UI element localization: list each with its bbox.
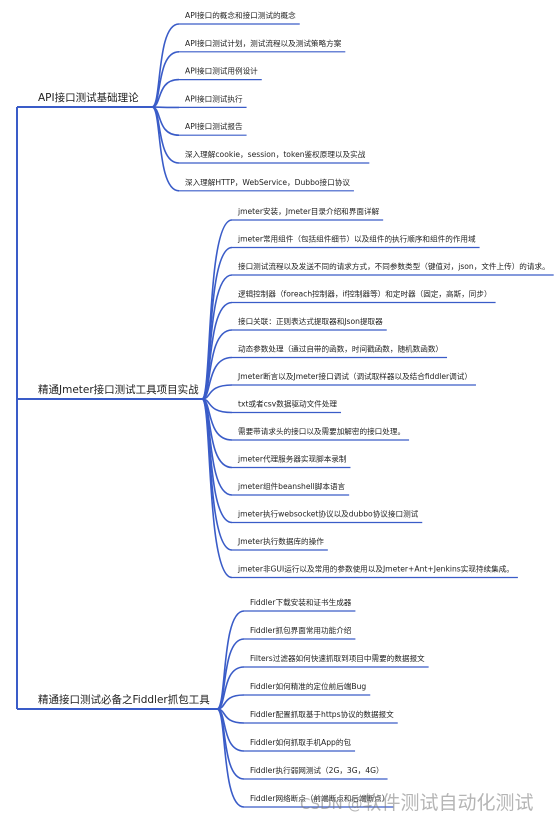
child-node-label: jmeter组件beanshell脚本语言 bbox=[237, 481, 346, 491]
child-node-label: 逻辑控制器（foreach控制器，if控制器等）和定时器（固定，高斯，同步） bbox=[238, 289, 492, 299]
child-node-label: Fiddler抓包界面常用功能介绍 bbox=[250, 625, 352, 635]
child-node-label: API接口测试计划，测试流程以及测试策略方案 bbox=[185, 38, 342, 48]
child-node-label: Fiddler如何抓取手机App的包 bbox=[250, 737, 351, 747]
child-node-label: 动态参数处理（通过自带的函数，时间戳函数，随机数函数） bbox=[238, 344, 443, 354]
child-connector bbox=[216, 708, 245, 808]
child-node-label: jmeter安装，Jmeter目录介绍和界面详解 bbox=[237, 206, 380, 216]
child-connector bbox=[201, 219, 233, 400]
child-node-label: API接口测试执行 bbox=[185, 93, 243, 103]
branch-title: 精通Jmeter接口测试工具项目实战 bbox=[38, 383, 199, 396]
child-node-label: 深入理解HTTP，WebService，Dubbo接口协议 bbox=[185, 177, 350, 187]
child-node-label: API接口测试用例设计 bbox=[185, 66, 258, 76]
child-node-label: 接口关联：正则表达式提取器和Json提取器 bbox=[238, 316, 383, 326]
branch-jmeter: 精通Jmeter接口测试工具项目实战 jmeter安装，Jmeter目录介绍和界面… bbox=[17, 206, 554, 579]
watermark: CSDN @软件测试自动化测试 bbox=[300, 788, 534, 815]
child-node-label: API接口测试报告 bbox=[185, 121, 243, 131]
child-node-label: jmeter非GUI运行以及常用的参数使用以及Jmeter+Ant+Jenkin… bbox=[237, 564, 514, 574]
child-connector bbox=[151, 106, 180, 192]
child-node-label: Jmeter执行数据库的操作 bbox=[237, 536, 324, 546]
watermark-prefix: CSDN @ bbox=[300, 795, 363, 813]
branch-title: 精通接口测试必备之Fiddler抓包工具 bbox=[38, 693, 210, 706]
child-node-label: jmeter执行websocket协议以及dubbo协议接口测试 bbox=[237, 509, 419, 519]
child-node-label: Fiddler执行弱网测试（2G，3G，4G） bbox=[250, 765, 384, 775]
child-node-label: 接口测试流程以及发送不同的请求方式，不同参数类型（键值对，json，文件上传）的… bbox=[238, 261, 550, 271]
child-connector bbox=[201, 398, 233, 579]
child-node-label: Filters过滤器如何快速抓取到项目中需要的数据报文 bbox=[250, 653, 425, 663]
child-connector bbox=[151, 23, 180, 108]
child-node-label: txt或者csv数据驱动文件处理 bbox=[238, 399, 337, 409]
child-node-label: 深入理解cookie，session，token鉴权原理以及实战 bbox=[185, 149, 366, 159]
branch-api-basics: API接口测试基础理论 API接口的概念和接口测试的概念 API接口测试计划，测试流… bbox=[17, 10, 370, 192]
child-node-label: 需要带请求头的接口以及需要加解密的接口处理。 bbox=[238, 426, 405, 436]
child-connector bbox=[201, 274, 233, 400]
child-node-label: jmeter代理服务器实现脚本录制 bbox=[237, 454, 347, 464]
child-node-label: Fiddler网络断点（前端断点和后端断点） bbox=[250, 793, 389, 803]
child-connector bbox=[201, 246, 233, 400]
child-node-label: Fiddler如何精准的定位前后端Bug bbox=[250, 681, 366, 691]
branch-title: API接口测试基础理论 bbox=[38, 91, 139, 104]
child-node-label: Fiddler配置抓取基于https协议的数据报文 bbox=[250, 709, 394, 719]
watermark-text: 软件测试自动化测试 bbox=[362, 792, 534, 814]
child-connector bbox=[216, 610, 245, 710]
child-node-label: API接口的概念和接口测试的概念 bbox=[185, 10, 296, 20]
child-node-label: Jmeter断言以及Jmeter接口调试（调试取样器以及结合fiddler调试） bbox=[237, 371, 472, 381]
child-node-label: jmeter常用组件（包括组件细节）以及组件的执行顺序和组件的作用域 bbox=[237, 234, 476, 244]
child-node-label: Fiddler下载安装和证书生成器 bbox=[250, 597, 352, 607]
branch-fiddler: 精通接口测试必备之Fiddler抓包工具 Fiddler下载安装和证书生成器 Fid… bbox=[17, 597, 429, 808]
